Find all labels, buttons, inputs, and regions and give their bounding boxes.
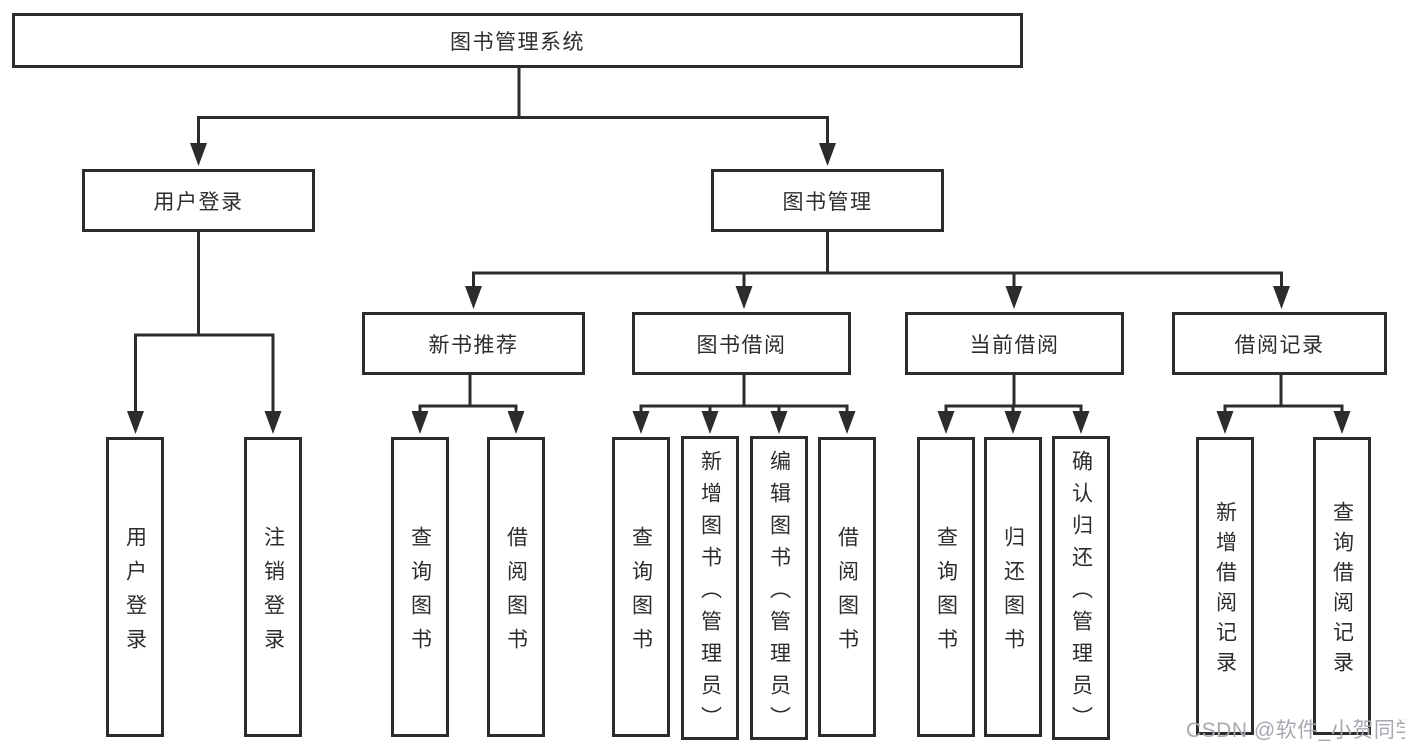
node-label: 用户登录: [123, 525, 147, 662]
leaf-return-books: 归还图书: [984, 437, 1042, 737]
node-label: 图书管理: [782, 190, 873, 214]
node-user-login: 用户登录: [82, 169, 315, 232]
leaf-borrow-books-borrowing: 借阅图书: [818, 437, 876, 737]
node-label: 新书推荐: [428, 333, 519, 357]
leaf-confirm-return-admin: 确认归还（管理员）: [1052, 436, 1110, 740]
node-root-library-management-system: 图书管理系统: [12, 13, 1023, 68]
node-label: 查询图书: [408, 525, 432, 662]
leaf-logout: 注销登录: [244, 437, 302, 737]
node-label: 用户登录: [153, 190, 244, 214]
node-label: 借阅图书: [835, 525, 859, 662]
leaf-query-books-recommend: 查询图书: [391, 437, 449, 737]
leaf-user-login: 用户登录: [106, 437, 164, 737]
node-label: 借阅图书: [504, 525, 528, 662]
node-label: 图书管理系统: [450, 30, 585, 54]
csdn-watermark: CSDN @软件_小贺同学: [1186, 719, 1405, 742]
leaf-edit-books-admin: 编辑图书（管理员）: [750, 436, 808, 740]
node-label: 图书借阅: [696, 333, 787, 357]
node-label: 编辑图书（管理员）: [767, 449, 791, 738]
node-label: 新增图书（管理员）: [698, 449, 722, 738]
leaf-add-borrow-record: 新增借阅记录: [1196, 437, 1254, 735]
leaf-query-borrow-record: 查询借阅记录: [1313, 437, 1371, 735]
node-label: 归还图书: [1001, 525, 1025, 662]
node-label: 当前借阅: [969, 333, 1060, 357]
node-new-book-recommend: 新书推荐: [362, 312, 585, 375]
node-book-management: 图书管理: [711, 169, 944, 232]
node-label: 查询图书: [934, 525, 958, 662]
node-current-borrowing: 当前借阅: [905, 312, 1124, 375]
node-label: 注销登录: [261, 525, 285, 662]
node-borrowing-records: 借阅记录: [1172, 312, 1387, 375]
leaf-borrow-books-recommend: 借阅图书: [487, 437, 545, 737]
leaf-query-books-current: 查询图书: [917, 437, 975, 737]
node-label: 新增借阅记录: [1213, 500, 1237, 681]
node-label: 查询图书: [629, 525, 653, 662]
node-label: 借阅记录: [1234, 333, 1325, 357]
node-book-borrowing: 图书借阅: [632, 312, 851, 375]
node-label: 确认归还（管理员）: [1069, 449, 1093, 738]
leaf-add-books-admin: 新增图书（管理员）: [681, 436, 739, 740]
node-label: 查询借阅记录: [1330, 500, 1354, 681]
leaf-query-books-borrowing: 查询图书: [612, 437, 670, 737]
